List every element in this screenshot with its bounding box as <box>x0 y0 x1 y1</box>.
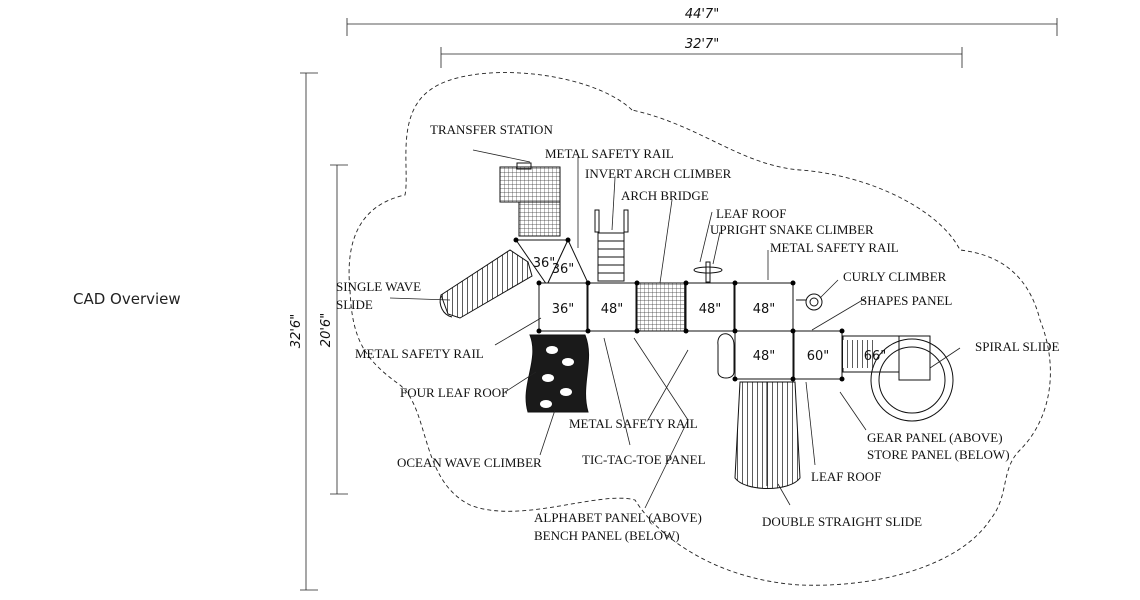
decks: 36" 36" 36" 48" 48" 48" 48" 60" 66" <box>515 238 900 380</box>
deck-d3 <box>538 282 588 332</box>
label-metal-safety-rail-right: METAL SAFETY RAIL <box>770 240 899 255</box>
deck-posts <box>513 237 845 382</box>
label-gear-panel: GEAR PANEL (ABOVE) <box>867 430 1003 445</box>
label-upright-snake-climber: UPRIGHT SNAKE CLIMBER <box>710 222 874 237</box>
label-tic-tac-toe-panel: TIC-TAC-TOE PANEL <box>582 452 706 467</box>
label-metal-safety-rail-left: METAL SAFETY RAIL <box>355 346 484 361</box>
deck-d6 <box>734 282 794 332</box>
deck-label-d5: 48" <box>699 302 722 317</box>
deck-d8 <box>793 330 843 380</box>
label-four-leaf-roof: FOUR LEAF ROOF <box>400 385 508 400</box>
deck-label-d9: 66" <box>864 349 887 364</box>
invert-arch-climber <box>594 209 629 282</box>
label-store-panel: STORE PANEL (BELOW) <box>867 447 1010 462</box>
arch-bridge-deck <box>636 282 686 332</box>
overall-width-label: 44'7" <box>685 7 719 22</box>
inner-height-label: 20'6" <box>319 313 334 347</box>
deck-d7 <box>734 330 794 380</box>
dimension-inner-height: 20'6" <box>319 164 348 495</box>
label-alphabet-panel: ALPHABET PANEL (ABOVE) <box>534 510 702 525</box>
label-metal-safety-rail-bottom: METAL SAFETY RAIL <box>569 416 698 431</box>
leaf-roof-bottom <box>717 333 735 379</box>
label-shapes-panel: SHAPES PANEL <box>860 293 952 308</box>
leader-lines <box>389 149 961 509</box>
spiral-slide <box>870 335 954 422</box>
label-single-wave-slide-2: SLIDE <box>336 297 373 312</box>
deck-label-d4: 48" <box>601 302 624 317</box>
label-leaf-roof-bottom: LEAF ROOF <box>811 469 881 484</box>
overall-height-label: 32'6" <box>289 314 304 348</box>
label-double-straight-slide: DOUBLE STRAIGHT SLIDE <box>762 514 922 529</box>
label-invert-arch-climber: INVERT ARCH CLIMBER <box>585 166 732 181</box>
spiral-entry-stripe <box>843 340 873 368</box>
label-ocean-wave-climber: OCEAN WAVE CLIMBER <box>397 455 542 470</box>
deck-label-d3: 36" <box>552 302 575 317</box>
dimension-overall-width: 44'7" <box>346 7 1058 36</box>
label-bench-panel: BENCH PANEL (BELOW) <box>534 528 680 543</box>
label-leaf-roof-top: LEAF ROOF <box>716 206 786 221</box>
deck-d4 <box>587 282 637 332</box>
label-curly-climber: CURLY CLIMBER <box>843 269 947 284</box>
deck-label-d6: 48" <box>753 302 776 317</box>
curly-climber <box>792 293 823 311</box>
label-transfer-station: TRANSFER STATION <box>430 122 553 137</box>
dimension-overall-height: 32'6" <box>289 72 318 591</box>
label-spiral-slide: SPIRAL SLIDE <box>975 339 1059 354</box>
ocean-wave-climber <box>525 334 590 413</box>
deck-label-d7: 48" <box>753 349 776 364</box>
page-title: CAD Overview <box>73 290 181 308</box>
single-wave-slide <box>439 249 533 319</box>
safety-zone-outline <box>348 72 1051 586</box>
label-arch-bridge: ARCH BRIDGE <box>621 188 709 203</box>
upright-snake-climber <box>693 261 723 283</box>
label-single-wave-slide-1: SINGLE WAVE <box>336 279 421 294</box>
deck-label-d2: 36" <box>552 262 575 277</box>
inner-width-label: 32'7" <box>685 37 719 52</box>
deck-label-d1: 36" <box>533 256 556 271</box>
double-straight-slide <box>734 381 801 489</box>
deck-d5 <box>685 282 735 332</box>
dimension-inner-width: 32'7" <box>440 37 963 68</box>
component-labels: TRANSFER STATION METAL SAFETY RAIL INVER… <box>336 122 1059 543</box>
transfer-station <box>499 162 561 237</box>
deck-label-d8: 60" <box>807 349 830 364</box>
label-metal-safety-rail-top: METAL SAFETY RAIL <box>545 146 674 161</box>
